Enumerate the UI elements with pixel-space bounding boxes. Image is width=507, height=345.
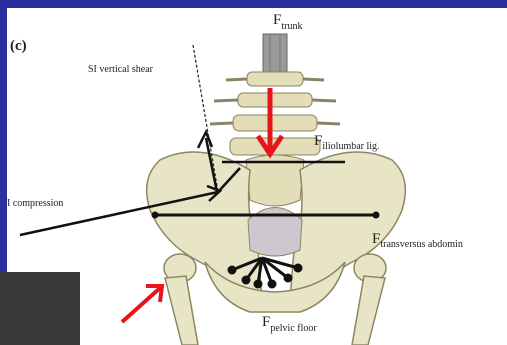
f-transversus-main: F xyxy=(372,231,380,247)
si-vertical-shear-label: SI vertical shear xyxy=(88,64,154,75)
si-compression-label: I compression xyxy=(7,198,63,209)
f-trunk-sub: trunk xyxy=(281,21,302,32)
f-pelvic-floor-label: Fpelvic floor xyxy=(262,314,317,334)
f-transversus-sub: transversus abdomin xyxy=(380,239,463,250)
panel-label: (c) xyxy=(10,38,27,54)
f-pelvic-floor-sub: pelvic floor xyxy=(270,323,317,334)
f-iliolumbar-main: F xyxy=(314,133,322,149)
f-iliolumbar-sub: iliolumbar lig. xyxy=(322,141,379,152)
overlay-box xyxy=(0,272,80,345)
femur-force-arrow xyxy=(122,286,162,322)
f-iliolumbar-label: Filiolumbar lig. xyxy=(314,133,380,152)
f-pelvic-floor-main: F xyxy=(262,314,270,330)
f-trunk-label: Ftrunk xyxy=(273,12,302,32)
f-trunk-main: F xyxy=(273,12,281,28)
